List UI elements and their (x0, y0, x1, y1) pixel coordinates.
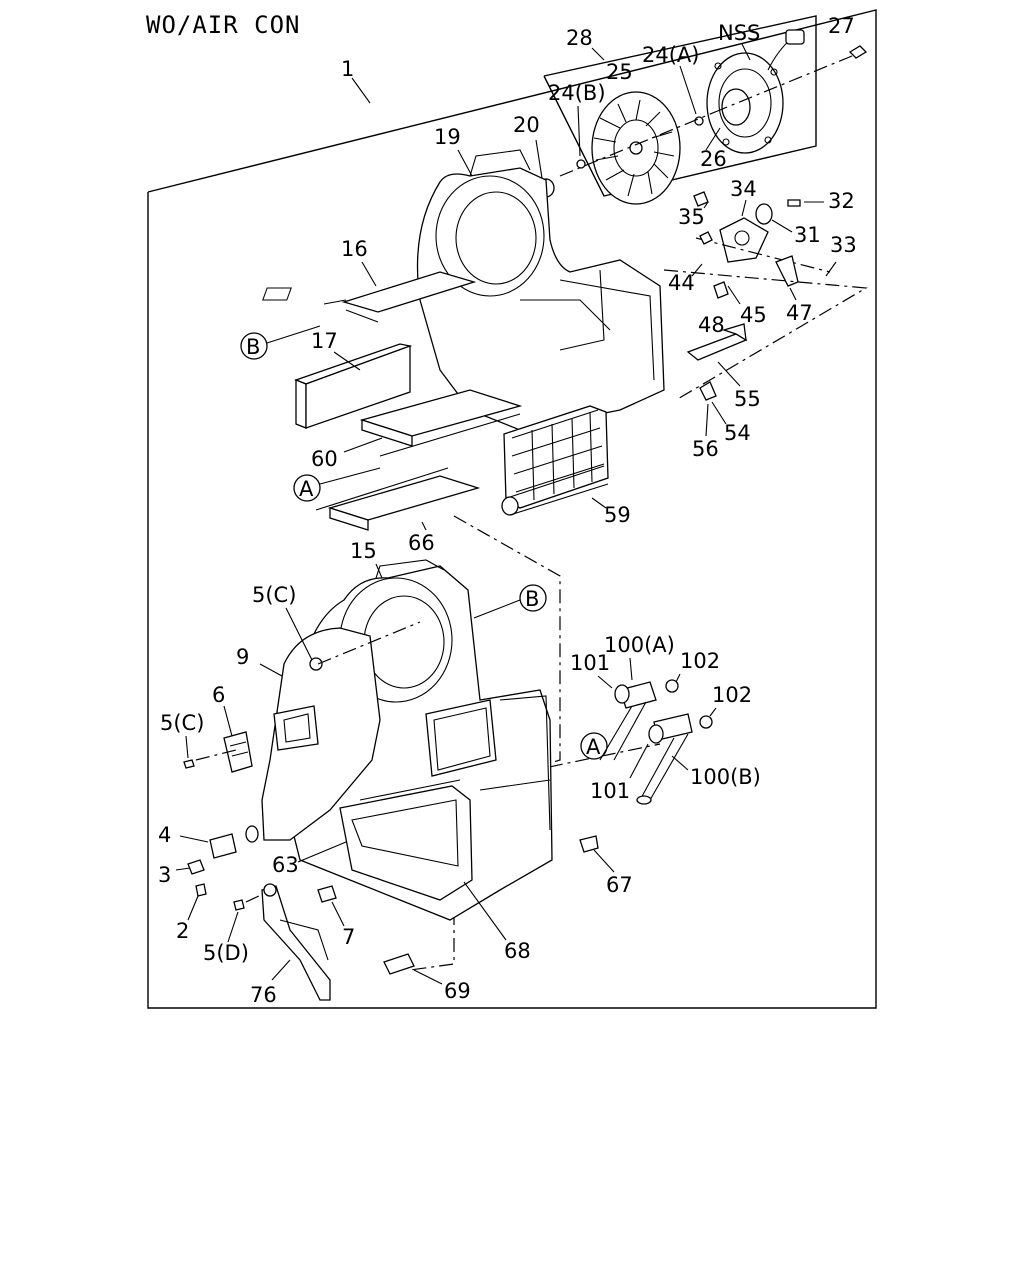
callout-60: 60 (311, 447, 338, 471)
callout-59: 59 (604, 503, 631, 527)
ref-a-mid-label: A (299, 477, 314, 501)
callout-35: 35 (678, 205, 705, 229)
screw-2 (195, 883, 207, 897)
callout-7: 7 (342, 925, 355, 949)
callout-nss: NSS (718, 21, 760, 45)
clip-45 (713, 281, 729, 299)
callout-33: 33 (830, 233, 857, 257)
blower-motor (706, 29, 805, 154)
callout-24b: 24(B) (548, 81, 606, 105)
callout-34: 34 (730, 177, 757, 201)
callout-5c-left: 5(C) (160, 711, 204, 735)
callout-47: 47 (786, 301, 813, 325)
clip-67 (579, 835, 599, 853)
nut-24a (694, 116, 704, 126)
link-44 (699, 231, 713, 245)
clip-7 (317, 885, 337, 903)
ref-a-mid (293, 474, 321, 502)
hose-100b (636, 713, 693, 805)
nut-102a (665, 679, 679, 693)
screw-5d (233, 899, 245, 911)
callout-48: 48 (698, 313, 725, 337)
ref-b-lower (519, 584, 547, 612)
callout-54: 54 (724, 421, 751, 445)
assembly-frame (147, 9, 877, 1009)
callout-32: 32 (828, 189, 855, 213)
screw-27 (848, 45, 868, 59)
callout-26: 26 (700, 147, 727, 171)
callout-66: 66 (408, 531, 435, 555)
callout-5d: 5(D) (203, 941, 249, 965)
heater-core-59 (501, 405, 609, 516)
ref-a-lower (580, 732, 608, 760)
callout-69: 69 (444, 979, 471, 1003)
callout-101b: 101 (590, 779, 630, 803)
callout-101a: 101 (570, 651, 610, 675)
callout-9: 9 (236, 645, 249, 669)
callout-27: 27 (828, 14, 855, 38)
ref-b-top-label: B (246, 335, 260, 359)
link-3 (187, 859, 205, 875)
callout-102b: 102 (712, 683, 752, 707)
ref-b-lower-label: B (525, 587, 539, 611)
clip-69 (383, 953, 415, 975)
servo-4 (209, 825, 259, 859)
nut-24b (576, 159, 586, 169)
hose-100a (599, 681, 657, 761)
upper-blower-housing (416, 149, 665, 431)
blower-case-9 (261, 627, 381, 841)
callout-63: 63 (272, 853, 299, 877)
callout-67: 67 (606, 873, 633, 897)
callout-102a: 102 (680, 649, 720, 673)
callout-4: 4 (158, 823, 171, 847)
blower-fan (591, 91, 681, 205)
callout-55: 55 (734, 387, 761, 411)
screw-5c (183, 759, 195, 769)
screw-32 (787, 199, 801, 207)
bracket-76 (261, 883, 331, 1001)
blower-motor-box (543, 15, 817, 197)
callout-44: 44 (668, 271, 695, 295)
callout-20: 20 (513, 113, 540, 137)
bracket-47 (775, 255, 799, 287)
clip-35 (693, 191, 709, 207)
callout-76: 76 (250, 983, 277, 1007)
callout-2: 2 (176, 919, 189, 943)
resistor-6 (223, 731, 253, 773)
seal-48 (686, 323, 748, 361)
ref-a-lower-label: A (586, 735, 601, 759)
mode-door-16 (262, 271, 477, 323)
callout-15: 15 (350, 539, 377, 563)
callout-5c-top: 5(C) (252, 583, 296, 607)
callout-1: 1 (341, 57, 354, 81)
callout-56: 56 (692, 437, 719, 461)
duct-68 (339, 779, 473, 901)
clip-54 (699, 381, 717, 401)
ref-b-top (240, 332, 268, 360)
nut-102b (699, 715, 713, 729)
callout-24a: 24(A) (642, 43, 699, 67)
callout-17: 17 (311, 329, 338, 353)
callout-31: 31 (794, 223, 821, 247)
evaporator-60 (359, 389, 523, 457)
lever-34 (719, 217, 769, 263)
callout-28: 28 (566, 26, 593, 50)
diagram-title: WO/AIR CON (146, 11, 301, 39)
callout-6: 6 (212, 683, 225, 707)
callout-19: 19 (434, 125, 461, 149)
washer-31 (755, 203, 773, 225)
filter-66 (315, 467, 481, 531)
door-17 (294, 343, 413, 429)
callout-3: 3 (158, 863, 171, 887)
callout-25: 25 (606, 60, 633, 84)
callout-16: 16 (341, 237, 368, 261)
leader-1 (351, 77, 371, 104)
callout-100a: 100(A) (604, 633, 675, 657)
callout-68: 68 (504, 939, 531, 963)
callout-45: 45 (740, 303, 767, 327)
callout-100b: 100(B) (690, 765, 761, 789)
